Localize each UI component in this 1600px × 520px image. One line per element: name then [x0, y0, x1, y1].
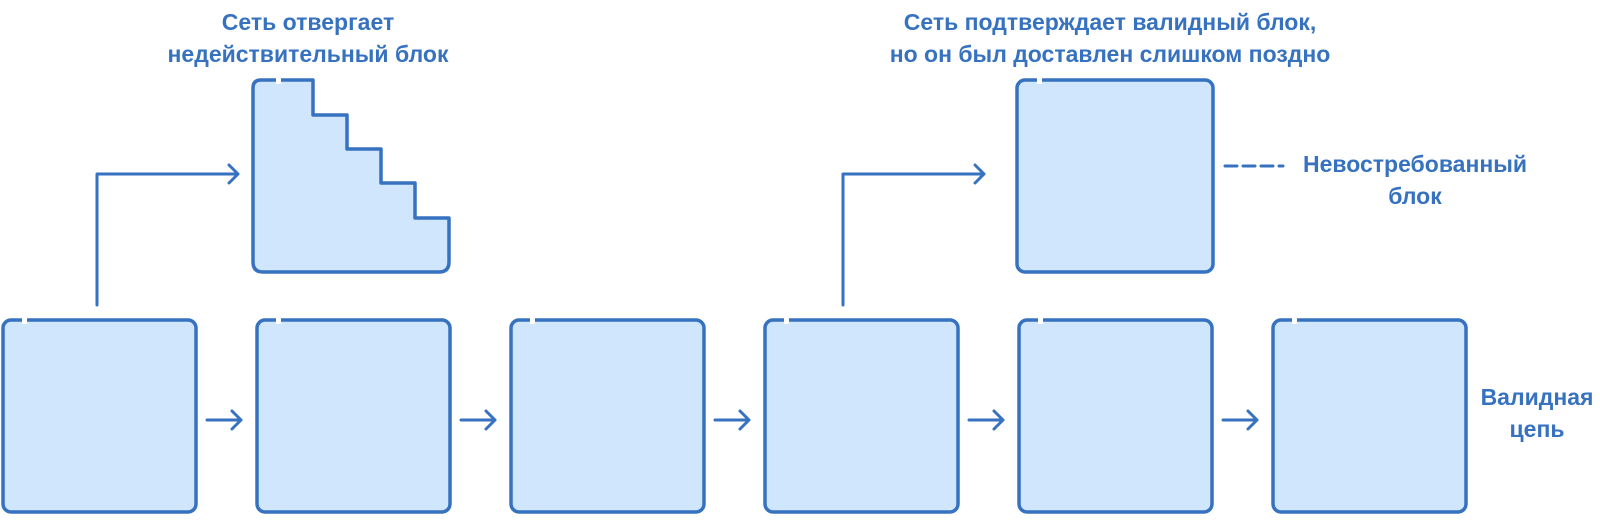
notch [276, 318, 281, 324]
orphan-block [1015, 78, 1215, 274]
notch [22, 318, 27, 324]
valid-chain-blocks [1, 318, 1468, 514]
chain-block-3 [509, 318, 706, 514]
chain-arrow [967, 409, 1005, 431]
invalid-block [251, 78, 451, 274]
label-rejected-line1: Сеть отвергает [222, 9, 394, 35]
block-top-notches [22, 78, 1297, 324]
notch [1037, 78, 1042, 84]
chain-block-5 [1017, 318, 1214, 514]
notch [1292, 318, 1297, 324]
notch [1038, 318, 1043, 324]
branch-arrow-invalid [95, 163, 240, 307]
chain-block-4 [763, 318, 960, 514]
label-orphan-line2: блок [1388, 183, 1442, 209]
label-chain-line2: цепь [1510, 416, 1565, 442]
notch [276, 78, 281, 84]
notch [530, 318, 535, 324]
chain-arrows [205, 409, 1259, 431]
chain-block-2 [255, 318, 452, 514]
label-rejected-line2: недействительный блок [168, 41, 449, 67]
chain-arrow [1221, 409, 1259, 431]
chain-arrow [713, 409, 751, 431]
notch [784, 318, 789, 324]
label-orphan-line1: Невостребованный [1303, 151, 1527, 177]
chain-arrow [205, 409, 243, 431]
chain-block-6 [1271, 318, 1468, 514]
label-late-line1: Сеть подтверждает валидный блок, [904, 9, 1317, 35]
chain-arrow [459, 409, 497, 431]
label-chain-line1: Валидная [1481, 384, 1594, 410]
label-late-line2: но он был доставлен слишком поздно [890, 41, 1331, 67]
branch-arrow-orphan [841, 163, 986, 307]
chain-block-1 [1, 318, 198, 514]
